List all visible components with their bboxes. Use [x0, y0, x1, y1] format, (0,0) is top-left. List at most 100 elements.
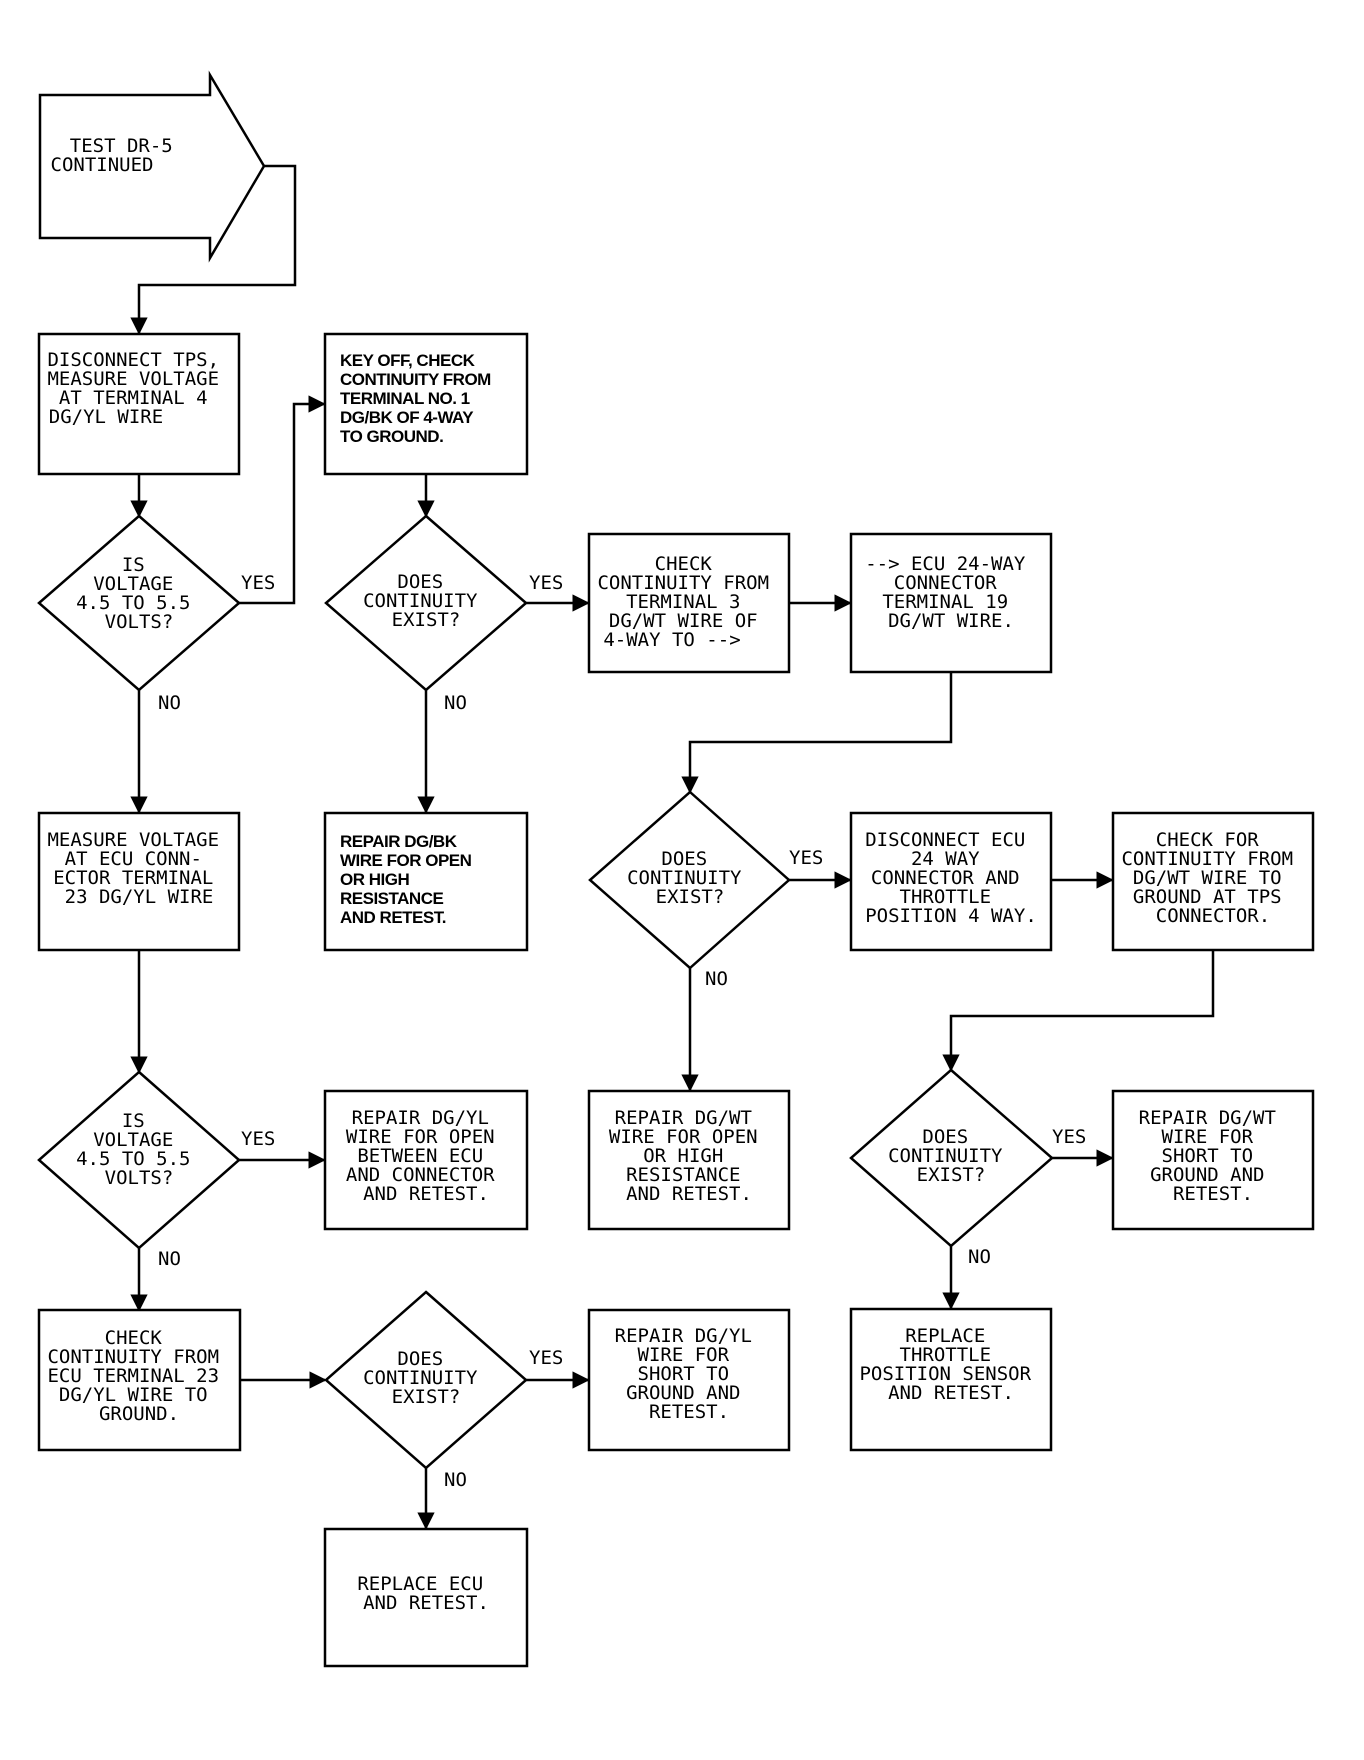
check-ecu23-line-5: GROUND.	[99, 1403, 179, 1425]
repair-dgyl-open-line-2: WIRE FOR OPEN	[346, 1126, 495, 1148]
disconnect-ecu-line-3: CONNECTOR AND	[871, 867, 1020, 889]
does-continuity-4-line-2: CONTINUITY	[888, 1145, 1003, 1167]
check-t3-line-1: CHECK	[655, 553, 713, 575]
measure-ecu-line-1: MEASURE VOLTAGE	[47, 829, 219, 851]
measure-voltage-ecu-text: MEASURE VOLTAGE AT ECU CONN- ECTOR TERMI…	[47, 829, 230, 908]
disconnect-tps-text: DISCONNECT TPS, MEASURE VOLTAGE AT TERMI…	[47, 349, 230, 428]
repair-dgyl-short-line-4: GROUND AND	[626, 1382, 740, 1404]
repair-dgyl-open-text: REPAIR DG/YL WIRE FOR OPEN BETWEEN ECU A…	[346, 1107, 506, 1205]
measure-voltage-ecu-box	[37, 811, 241, 952]
repair-dgyl-open-box	[323, 1089, 529, 1231]
connector-ecu24-to-continuity2	[681, 672, 953, 794]
repair-dgbk-line-3: OR HIGH	[340, 870, 409, 889]
start-text: TEST DR-5 CONTINUED	[51, 135, 185, 176]
is-voltage-1-line-2: VOLTAGE	[93, 573, 173, 595]
does-continuity-decision-4	[849, 1068, 1054, 1248]
replace-tps-line-1: REPLACE	[905, 1325, 985, 1347]
does-continuity-4-line-3: EXIST?	[917, 1164, 986, 1186]
ecu-24way-line-4: DG/WT WIRE.	[888, 610, 1014, 632]
is-voltage-2-line-4: VOLTS?	[105, 1167, 174, 1189]
repair-dgwt-open-line-5: AND RETEST.	[626, 1183, 752, 1205]
nodes	[37, 70, 1315, 1668]
is-voltage-decision-1	[37, 514, 241, 692]
repair-dgwt-open-line-4: RESISTANCE	[626, 1164, 740, 1186]
label-no-voltage1: NO	[158, 692, 181, 714]
check-ecu23-line-3: ECU TERMINAL 23	[47, 1365, 219, 1387]
check-continuity-ecu23-text: CHECK CONTINUITY FROM ECU TERMINAL 23 DG…	[47, 1327, 230, 1425]
label-yes-voltage1: YES	[241, 572, 275, 594]
is-voltage-2-line-1: IS	[122, 1110, 145, 1132]
disconnect-ecu-line-5: POSITION 4 WAY.	[865, 905, 1037, 927]
repair-dgbk-line-4: RESISTANCE	[340, 889, 443, 908]
does-continuity-2-line-2: CONTINUITY	[627, 867, 742, 889]
ecu-24way-line-1: --> ECU 24-WAY	[865, 553, 1026, 575]
check-continuity-t3-box	[587, 532, 791, 674]
label-yes-continuity2: YES	[789, 847, 823, 869]
label-no-continuity3: NO	[444, 1469, 467, 1491]
repair-dgwt-short-line-1: REPAIR DG/WT	[1139, 1107, 1276, 1129]
does-continuity-2-text: DOES CONTINUITY EXIST?	[627, 848, 753, 908]
key-off-check-box	[323, 332, 529, 476]
repair-dgwt-open-box	[587, 1089, 791, 1231]
repair-dgwt-short-line-5: RETEST.	[1173, 1183, 1253, 1205]
is-voltage-1-line-3: 4.5 TO 5.5	[76, 592, 190, 614]
ecu-24way-line-2: CONNECTOR	[894, 572, 998, 594]
is-voltage-1-line-4: VOLTS?	[105, 611, 174, 633]
does-continuity-1-text: DOES CONTINUITY EXIST?	[363, 571, 489, 631]
check-dgwt-line-5: CONNECTOR.	[1156, 905, 1270, 927]
ecu-24way-line-3: TERMINAL 19	[882, 591, 1008, 613]
ecu-24way-box	[849, 532, 1053, 674]
replace-ecu-line-2: AND RETEST.	[363, 1592, 489, 1614]
replace-tps-line-2: THROTTLE	[900, 1344, 992, 1366]
is-voltage-1-line-1: IS	[122, 554, 145, 576]
disconnect-tps-line-2: MEASURE VOLTAGE	[47, 368, 219, 390]
replace-tps-text: REPLACE THROTTLE POSITION SENSOR AND RET…	[859, 1325, 1042, 1404]
does-continuity-1-line-2: CONTINUITY	[363, 590, 478, 612]
does-continuity-2-line-3: EXIST?	[656, 886, 725, 908]
start-line-1: TEST DR-5	[70, 135, 173, 157]
repair-dgbk-text: REPAIR DG/BK WIRE FOR OPEN OR HIGH RESIS…	[340, 832, 476, 927]
key-off-line-5: TO GROUND.	[340, 427, 443, 446]
label-yes-voltage2: YES	[241, 1128, 275, 1150]
replace-tps-line-4: AND RETEST.	[888, 1382, 1014, 1404]
check-dgwt-line-1: CHECK FOR	[1156, 829, 1260, 851]
repair-dgyl-short-line-2: WIRE FOR	[638, 1344, 730, 1366]
label-no-continuity4: NO	[968, 1246, 991, 1268]
key-off-line-2: CONTINUITY FROM	[340, 370, 491, 389]
check-dgwt-line-4: GROUND AT TPS	[1133, 886, 1282, 908]
replace-ecu-box	[323, 1527, 529, 1668]
check-t3-line-5: 4-WAY TO -->	[603, 629, 740, 651]
repair-dgbk-line-5: AND RETEST.	[340, 908, 446, 927]
repair-dgyl-short-line-1: REPAIR DG/YL	[615, 1325, 752, 1347]
disconnect-tps-line-1: DISCONNECT TPS,	[47, 349, 219, 371]
connector-check-dgwt-to-continuity4	[942, 950, 1215, 1072]
repair-dgyl-short-text: REPAIR DG/YL WIRE FOR SHORT TO GROUND AN…	[615, 1325, 764, 1423]
label-yes-continuity3: YES	[529, 1347, 563, 1369]
connector-start-to-disconnect	[130, 164, 297, 335]
repair-dgwt-short-line-3: SHORT TO	[1162, 1145, 1254, 1167]
label-no-voltage2: NO	[158, 1248, 181, 1270]
repair-dgyl-open-line-3: BETWEEN ECU	[357, 1145, 483, 1167]
repair-dgwt-short-line-4: GROUND AND	[1150, 1164, 1264, 1186]
check-ecu23-line-1: CHECK	[105, 1327, 163, 1349]
is-voltage-2-line-2: VOLTAGE	[93, 1129, 173, 1151]
edge-labels: YES NO YES NO YES NO YES NO YES NO YES N…	[158, 572, 1086, 1491]
repair-dgbk-line-1: REPAIR DG/BK	[340, 832, 458, 851]
repair-dgwt-short-box	[1111, 1089, 1315, 1231]
does-continuity-4-text: DOES CONTINUITY EXIST?	[888, 1126, 1014, 1186]
measure-ecu-line-2: AT ECU CONN-	[65, 848, 202, 870]
ecu-24way-text: --> ECU 24-WAY CONNECTOR TERMINAL 19 DG/…	[865, 553, 1037, 632]
check-dgwt-line-2: CONTINUITY FROM	[1121, 848, 1293, 870]
is-voltage-2-text: IS VOLTAGE 4.5 TO 5.5 VOLTS?	[76, 1110, 202, 1189]
replace-ecu-line-1: REPLACE ECU	[357, 1573, 483, 1595]
does-continuity-2-line-1: DOES	[661, 848, 707, 870]
key-off-line-1: KEY OFF, CHECK	[340, 351, 476, 370]
key-off-check-text: KEY OFF, CHECK CONTINUITY FROM TERMINAL …	[340, 351, 495, 446]
does-continuity-3-text: DOES CONTINUITY EXIST?	[363, 1348, 489, 1408]
repair-dgwt-open-line-3: OR HIGH	[643, 1145, 723, 1167]
does-continuity-decision-3	[324, 1290, 528, 1470]
repair-dgwt-short-text: REPAIR DG/WT WIRE FOR SHORT TO GROUND AN…	[1139, 1107, 1288, 1205]
repair-dgbk-box	[323, 811, 529, 952]
disconnect-tps-line-3: AT TERMINAL 4	[59, 387, 208, 409]
